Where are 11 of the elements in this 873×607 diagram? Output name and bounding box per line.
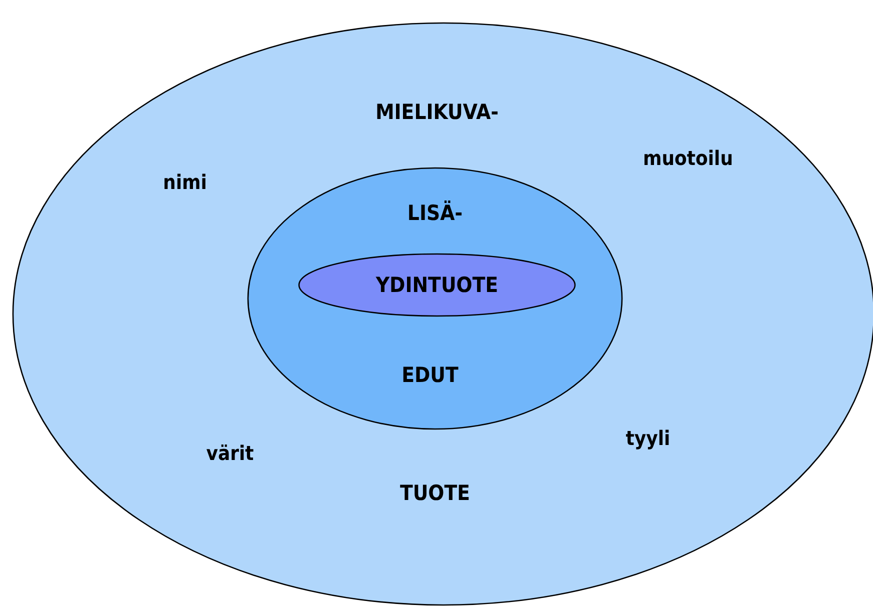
layer-label: MIELIKUVA- [375, 100, 499, 124]
layer-label: LISÄ- [407, 201, 463, 225]
attribute-label: tyyli [626, 426, 670, 450]
layer-label: EDUT [402, 363, 458, 387]
layer-label: TUOTE [400, 481, 470, 505]
attribute-label: muotoilu [642, 146, 734, 170]
layer-label: YDINTUOTE [376, 273, 498, 297]
attribute-label: nimi [163, 170, 207, 194]
attribute-label: värit [206, 441, 254, 465]
ellipse-shape [247, 167, 623, 430]
ellipse-shape [298, 253, 576, 317]
